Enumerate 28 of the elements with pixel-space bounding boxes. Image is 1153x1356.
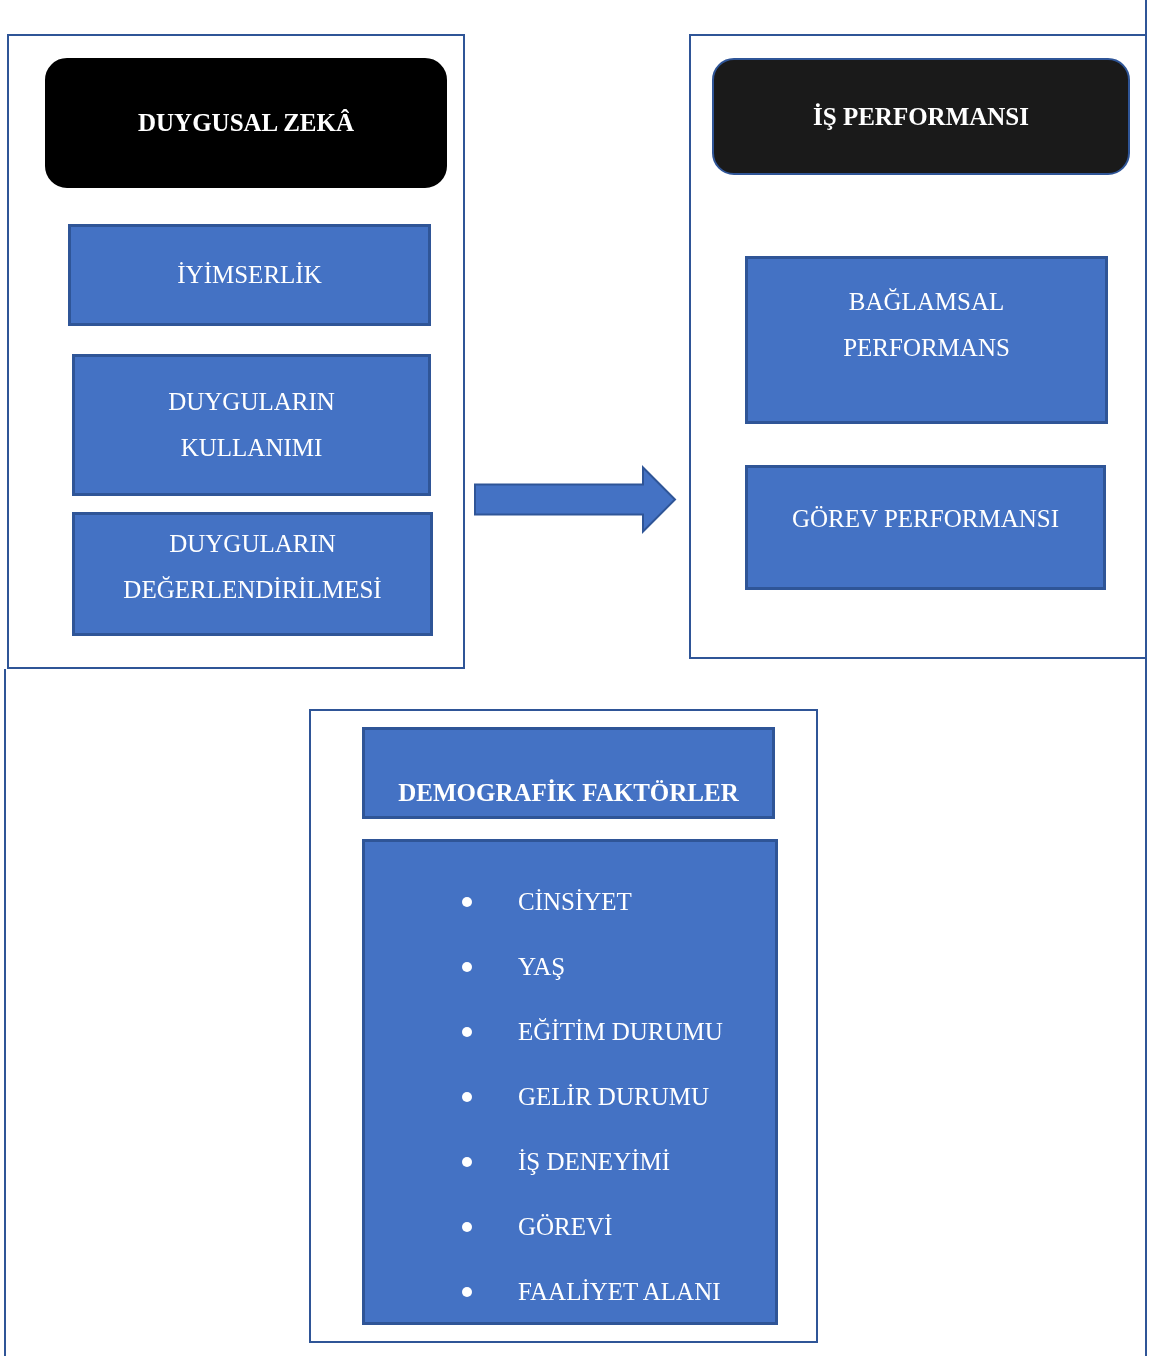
list-box bbox=[362, 839, 778, 1325]
concept-box bbox=[745, 256, 1108, 424]
concept-box bbox=[72, 512, 433, 636]
list-item: CİNSİYET bbox=[518, 888, 632, 915]
box-label: DUYGUSAL ZEKÂ bbox=[138, 109, 354, 137]
list-item: GÖREVİ bbox=[518, 1213, 613, 1240]
box-label: GÖREV PERFORMANSI bbox=[792, 504, 1059, 534]
box-label: İYİMSERLİK bbox=[177, 260, 322, 290]
group-frame bbox=[309, 709, 818, 1343]
list-item: EĞİTİM DURUMU bbox=[518, 1018, 723, 1045]
box-label: DEMOGRAFİK FAKTÖRLER bbox=[398, 778, 739, 808]
box-label: BAĞLAMSAL PERFORMANS bbox=[842, 287, 1011, 363]
concept-box bbox=[745, 465, 1106, 590]
group-frame bbox=[7, 34, 465, 669]
box-label: İŞ PERFORMANSI bbox=[813, 102, 1029, 131]
list-item: YAŞ bbox=[518, 953, 566, 980]
group-frame bbox=[689, 34, 1147, 659]
header-box bbox=[712, 58, 1130, 175]
list-item: İŞ DENEYİMİ bbox=[518, 1148, 671, 1175]
block-arrow bbox=[474, 465, 677, 534]
concept-box bbox=[68, 224, 431, 326]
box-label: DUYGULARIN KULLANIMI bbox=[167, 387, 336, 463]
concept-box bbox=[72, 354, 431, 496]
header-box bbox=[45, 58, 447, 188]
list-item: FAALİYET ALANI bbox=[518, 1278, 721, 1305]
box-label: DUYGULARIN DEĞERLENDİRİLMESİ bbox=[122, 529, 383, 605]
list-item: GELİR DURUMU bbox=[518, 1083, 709, 1110]
concept-box bbox=[362, 727, 775, 819]
